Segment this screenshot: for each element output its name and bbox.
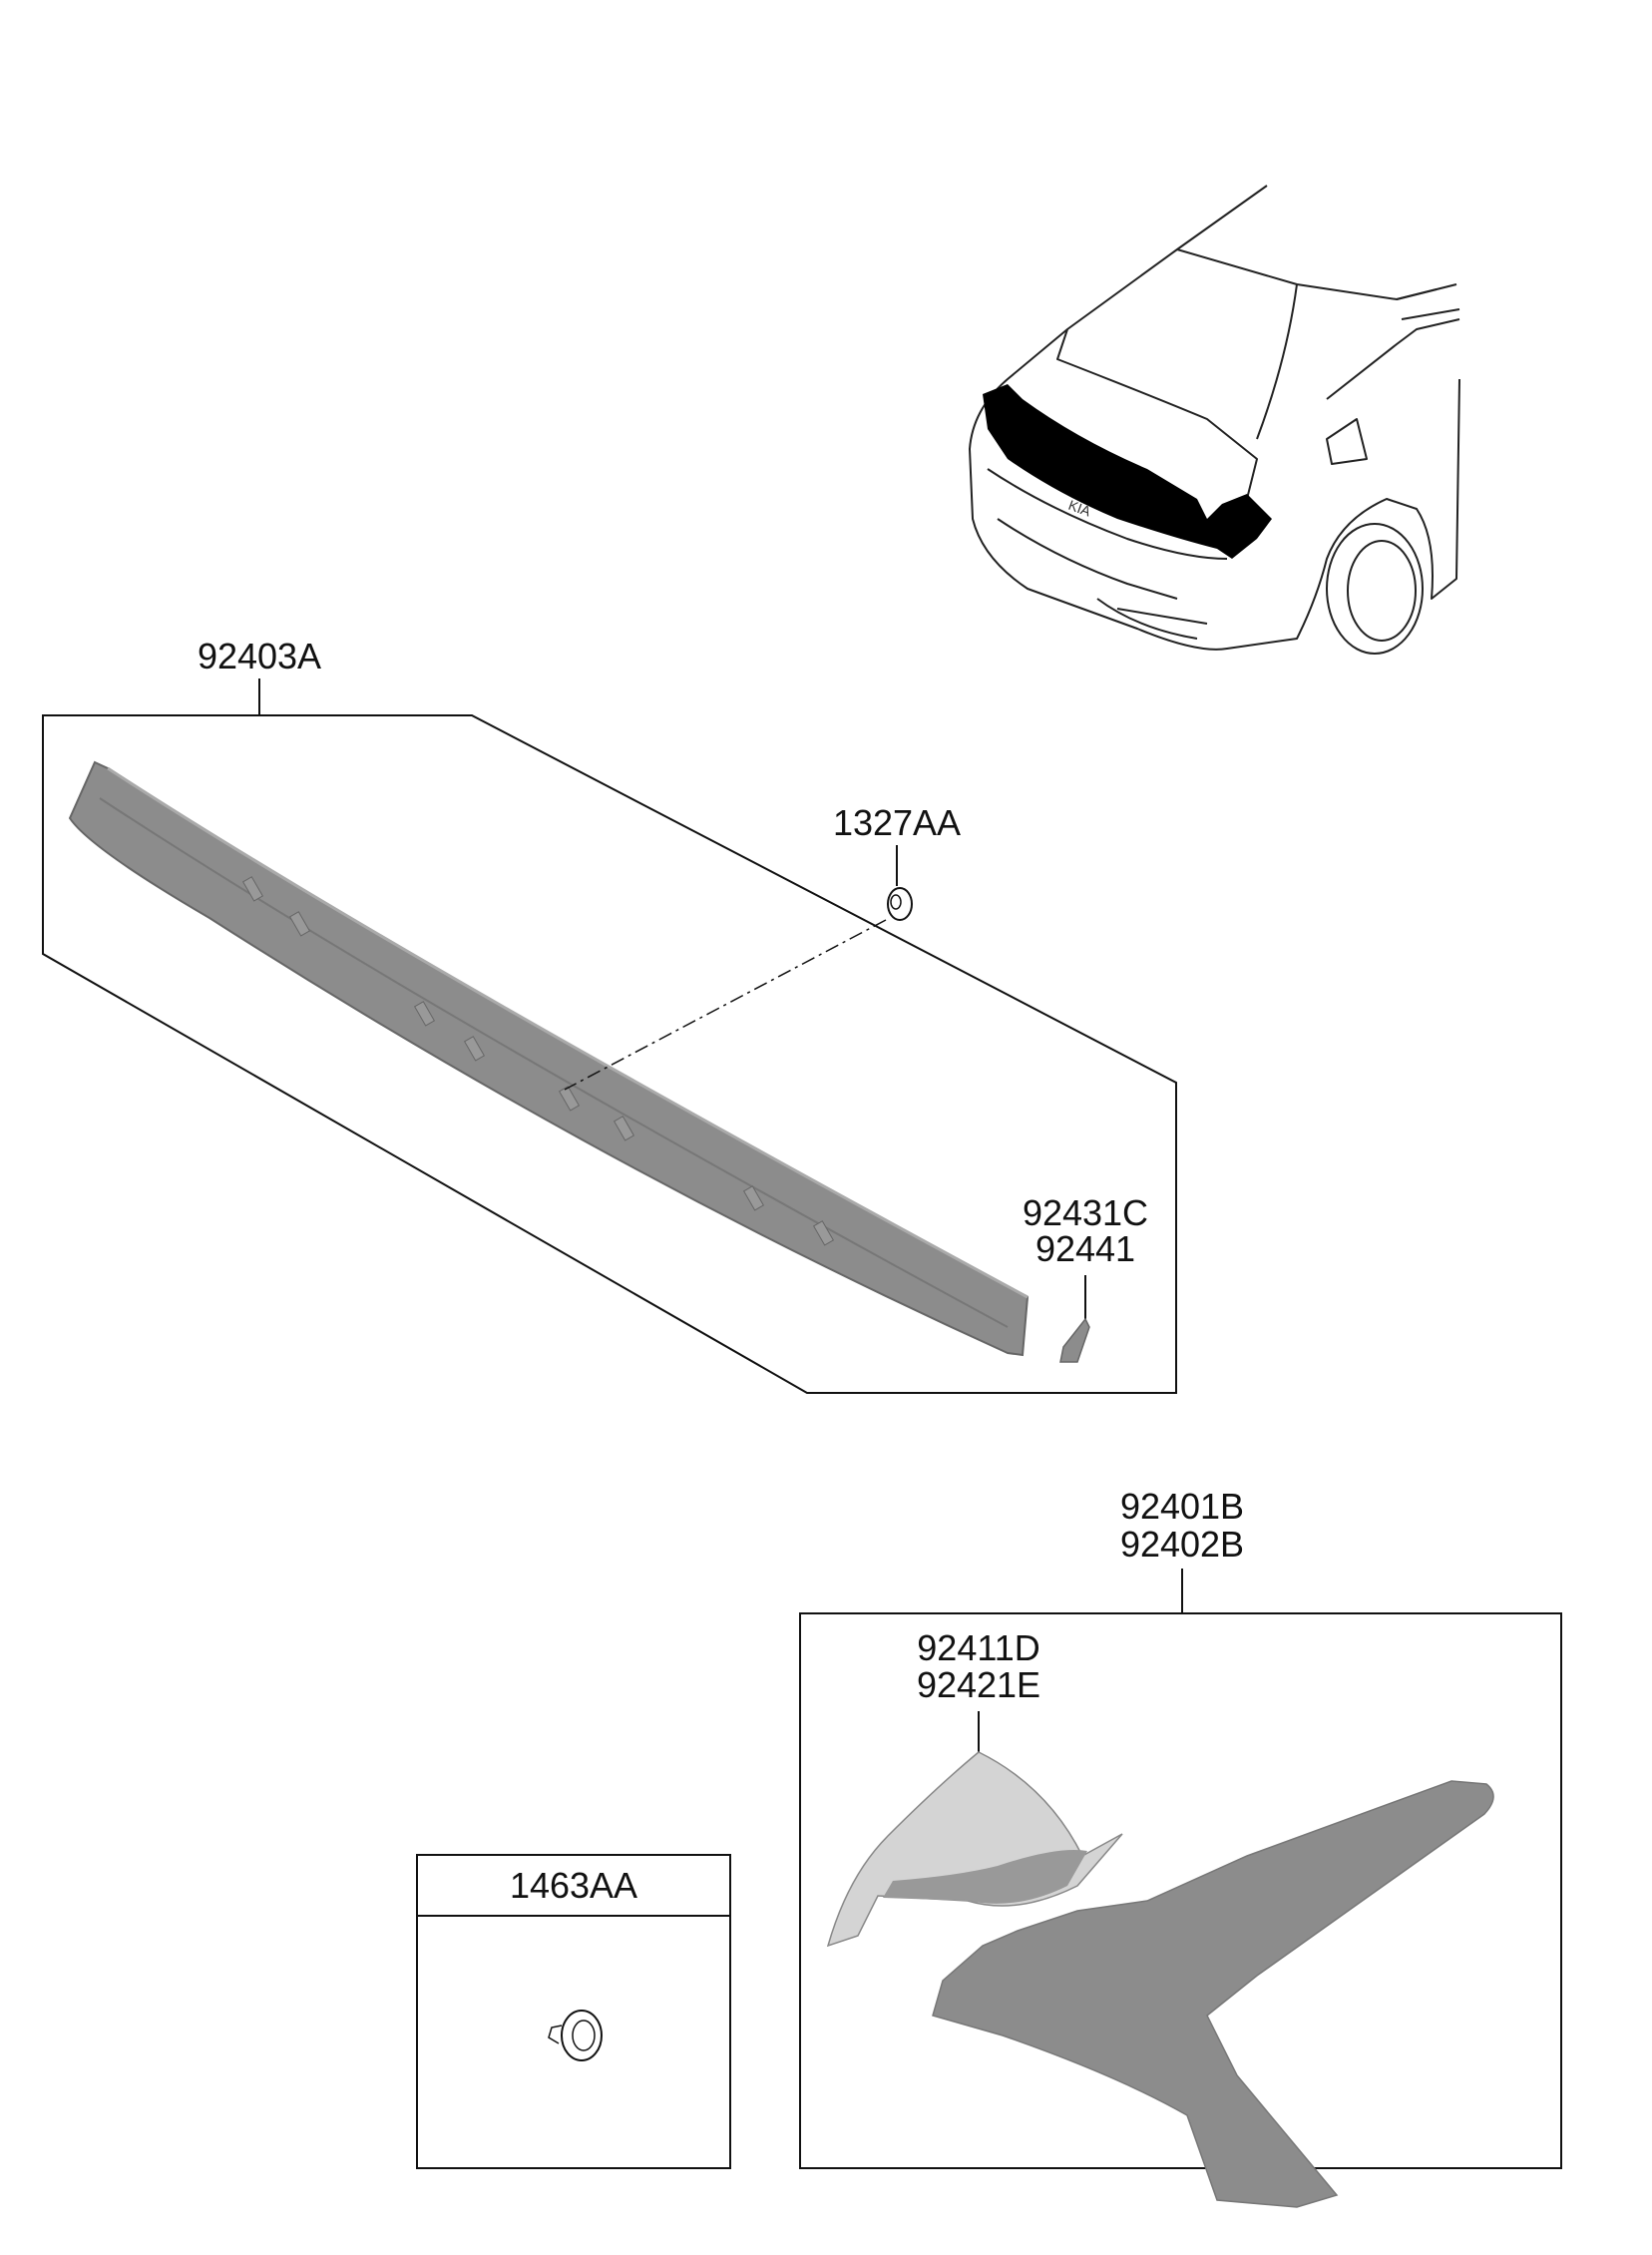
rear-garnish-part: [68, 760, 1030, 1357]
side-garnish-part: [932, 1780, 1494, 2208]
clip-icon: [548, 2010, 603, 2061]
part-label-1327AA: 1327AA: [833, 802, 961, 843]
part-label-92411D: 92411D: [917, 1627, 1039, 1668]
part-label-92441: 92441: [1035, 1228, 1135, 1269]
brand-emblem: KIA: [1066, 497, 1093, 520]
part-label-1463AA: 1463AA: [510, 1865, 637, 1906]
vehicle-overview-illustration: KIA: [969, 185, 1460, 655]
garnish-assembly-boundary: [42, 714, 1177, 1394]
part-label-92421E: 92421E: [917, 1664, 1040, 1705]
part-label-92401B: 92401B: [1120, 1486, 1244, 1527]
highlighted-garnish-location: [983, 384, 1272, 559]
part-label-92403A: 92403A: [198, 636, 321, 676]
assembly-dash-line: [564, 919, 887, 1091]
part-label-92402B: 92402B: [1120, 1524, 1244, 1565]
end-piece-part: [1059, 1317, 1090, 1363]
lens-part-shadow: [883, 1850, 1087, 1904]
nut-icon: [887, 887, 913, 921]
clip-boundary: [416, 1854, 731, 2169]
part-label-92431C: 92431C: [1023, 1192, 1148, 1233]
side-assembly-boundary: [799, 1612, 1562, 2169]
